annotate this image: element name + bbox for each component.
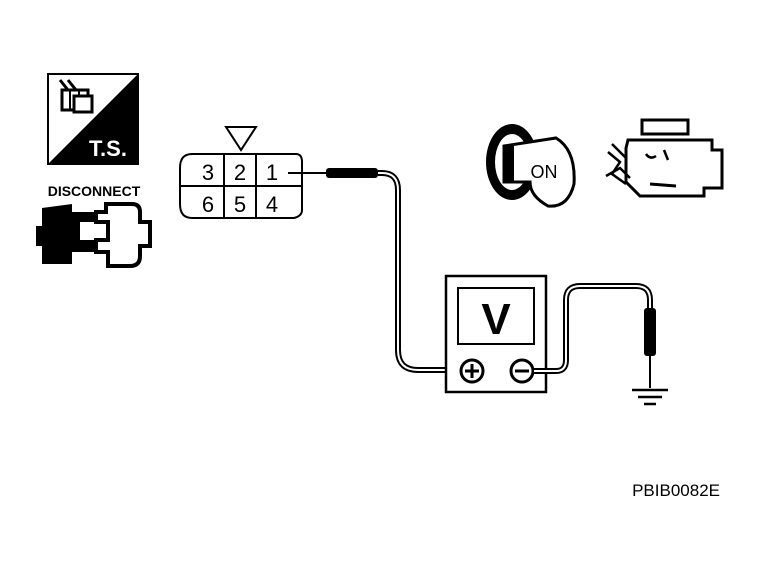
disconnect-label: DISCONNECT bbox=[48, 183, 141, 199]
harness-connector: 3 2 1 6 5 4 bbox=[179, 126, 303, 219]
connector-key-triangle bbox=[224, 126, 258, 152]
pin-2: 2 bbox=[234, 160, 246, 185]
disconnect-plug-icon bbox=[36, 202, 152, 268]
disconnect-block: DISCONNECT bbox=[36, 183, 152, 268]
meter-unit-label: V bbox=[481, 295, 511, 344]
voltmeter: V bbox=[444, 274, 548, 394]
minus-terminal-icon bbox=[509, 358, 535, 384]
connector-icon bbox=[58, 79, 94, 114]
pin-3: 3 bbox=[202, 160, 214, 185]
ground-icon bbox=[632, 388, 668, 406]
engine-off-icon bbox=[605, 118, 724, 198]
ts-badge: T.S. bbox=[47, 73, 139, 165]
ts-label: T.S. bbox=[89, 136, 127, 161]
positive-probe bbox=[288, 168, 458, 373]
pin-4: 4 bbox=[266, 192, 278, 217]
plus-terminal-icon bbox=[459, 358, 485, 384]
pin-5: 5 bbox=[234, 192, 246, 217]
figure-code: PBIB0082E bbox=[632, 481, 720, 500]
ignition-key-icon: ON bbox=[486, 124, 576, 208]
pin-6: 6 bbox=[202, 192, 214, 217]
negative-probe bbox=[534, 283, 656, 388]
fan-icon bbox=[605, 143, 631, 186]
ignition-on-label: ON bbox=[531, 162, 558, 182]
pin-1: 1 bbox=[266, 160, 278, 185]
